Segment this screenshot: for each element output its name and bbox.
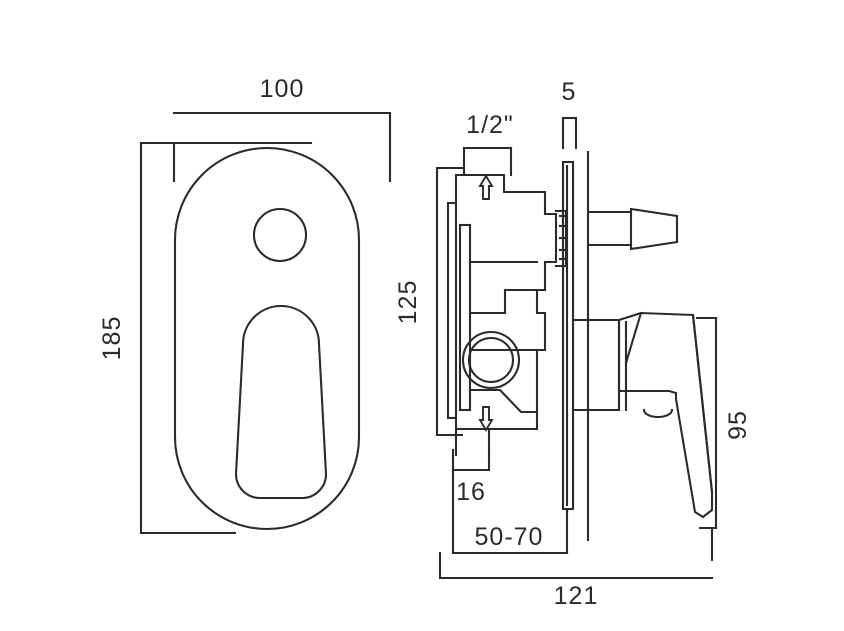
dimension-label-125: 125 bbox=[394, 280, 422, 325]
diverter-knob bbox=[586, 207, 679, 251]
inlet-up-arrow-icon bbox=[478, 174, 494, 200]
dimension-50-70 bbox=[451, 468, 569, 555]
dimension-label-thread: 1/2" bbox=[466, 111, 514, 139]
threaded-collar bbox=[554, 209, 568, 268]
dimension-121 bbox=[438, 551, 714, 580]
dimension-95 bbox=[695, 316, 718, 562]
handle-lip-notch bbox=[642, 408, 674, 419]
wall-plate-outline bbox=[561, 160, 575, 511]
outlet-down-arrow-icon bbox=[478, 406, 494, 432]
dimension-185 bbox=[139, 141, 313, 535]
dimension-100 bbox=[172, 111, 392, 183]
dimension-label-100: 100 bbox=[260, 75, 305, 103]
dimension-label-185: 185 bbox=[98, 316, 126, 361]
dimension-label-5: 5 bbox=[562, 78, 577, 106]
valve-body-outline bbox=[446, 173, 558, 431]
diverter-button-circle bbox=[252, 207, 308, 263]
handle-hub-outline bbox=[571, 318, 621, 412]
dimension-label-95: 95 bbox=[724, 410, 752, 440]
valve-body-inner-edges bbox=[454, 201, 539, 420]
body-bottom-chamfer bbox=[468, 388, 539, 414]
dimension-16 bbox=[451, 448, 491, 472]
lever-handle-outline bbox=[234, 304, 328, 500]
lever-handle-inner-lines bbox=[624, 311, 714, 494]
lever-handle-side-outline bbox=[617, 311, 714, 519]
dimension-label-50-70: 50-70 bbox=[475, 523, 544, 551]
section-left-extension bbox=[435, 166, 464, 437]
faceplate-outline bbox=[173, 147, 361, 530]
dimension-label-16: 16 bbox=[456, 478, 486, 506]
outlet-port-circles bbox=[461, 330, 521, 390]
dimension-5 bbox=[561, 116, 578, 150]
dimension-thread-half-inch bbox=[462, 146, 513, 177]
dimension-label-121: 121 bbox=[554, 582, 599, 610]
